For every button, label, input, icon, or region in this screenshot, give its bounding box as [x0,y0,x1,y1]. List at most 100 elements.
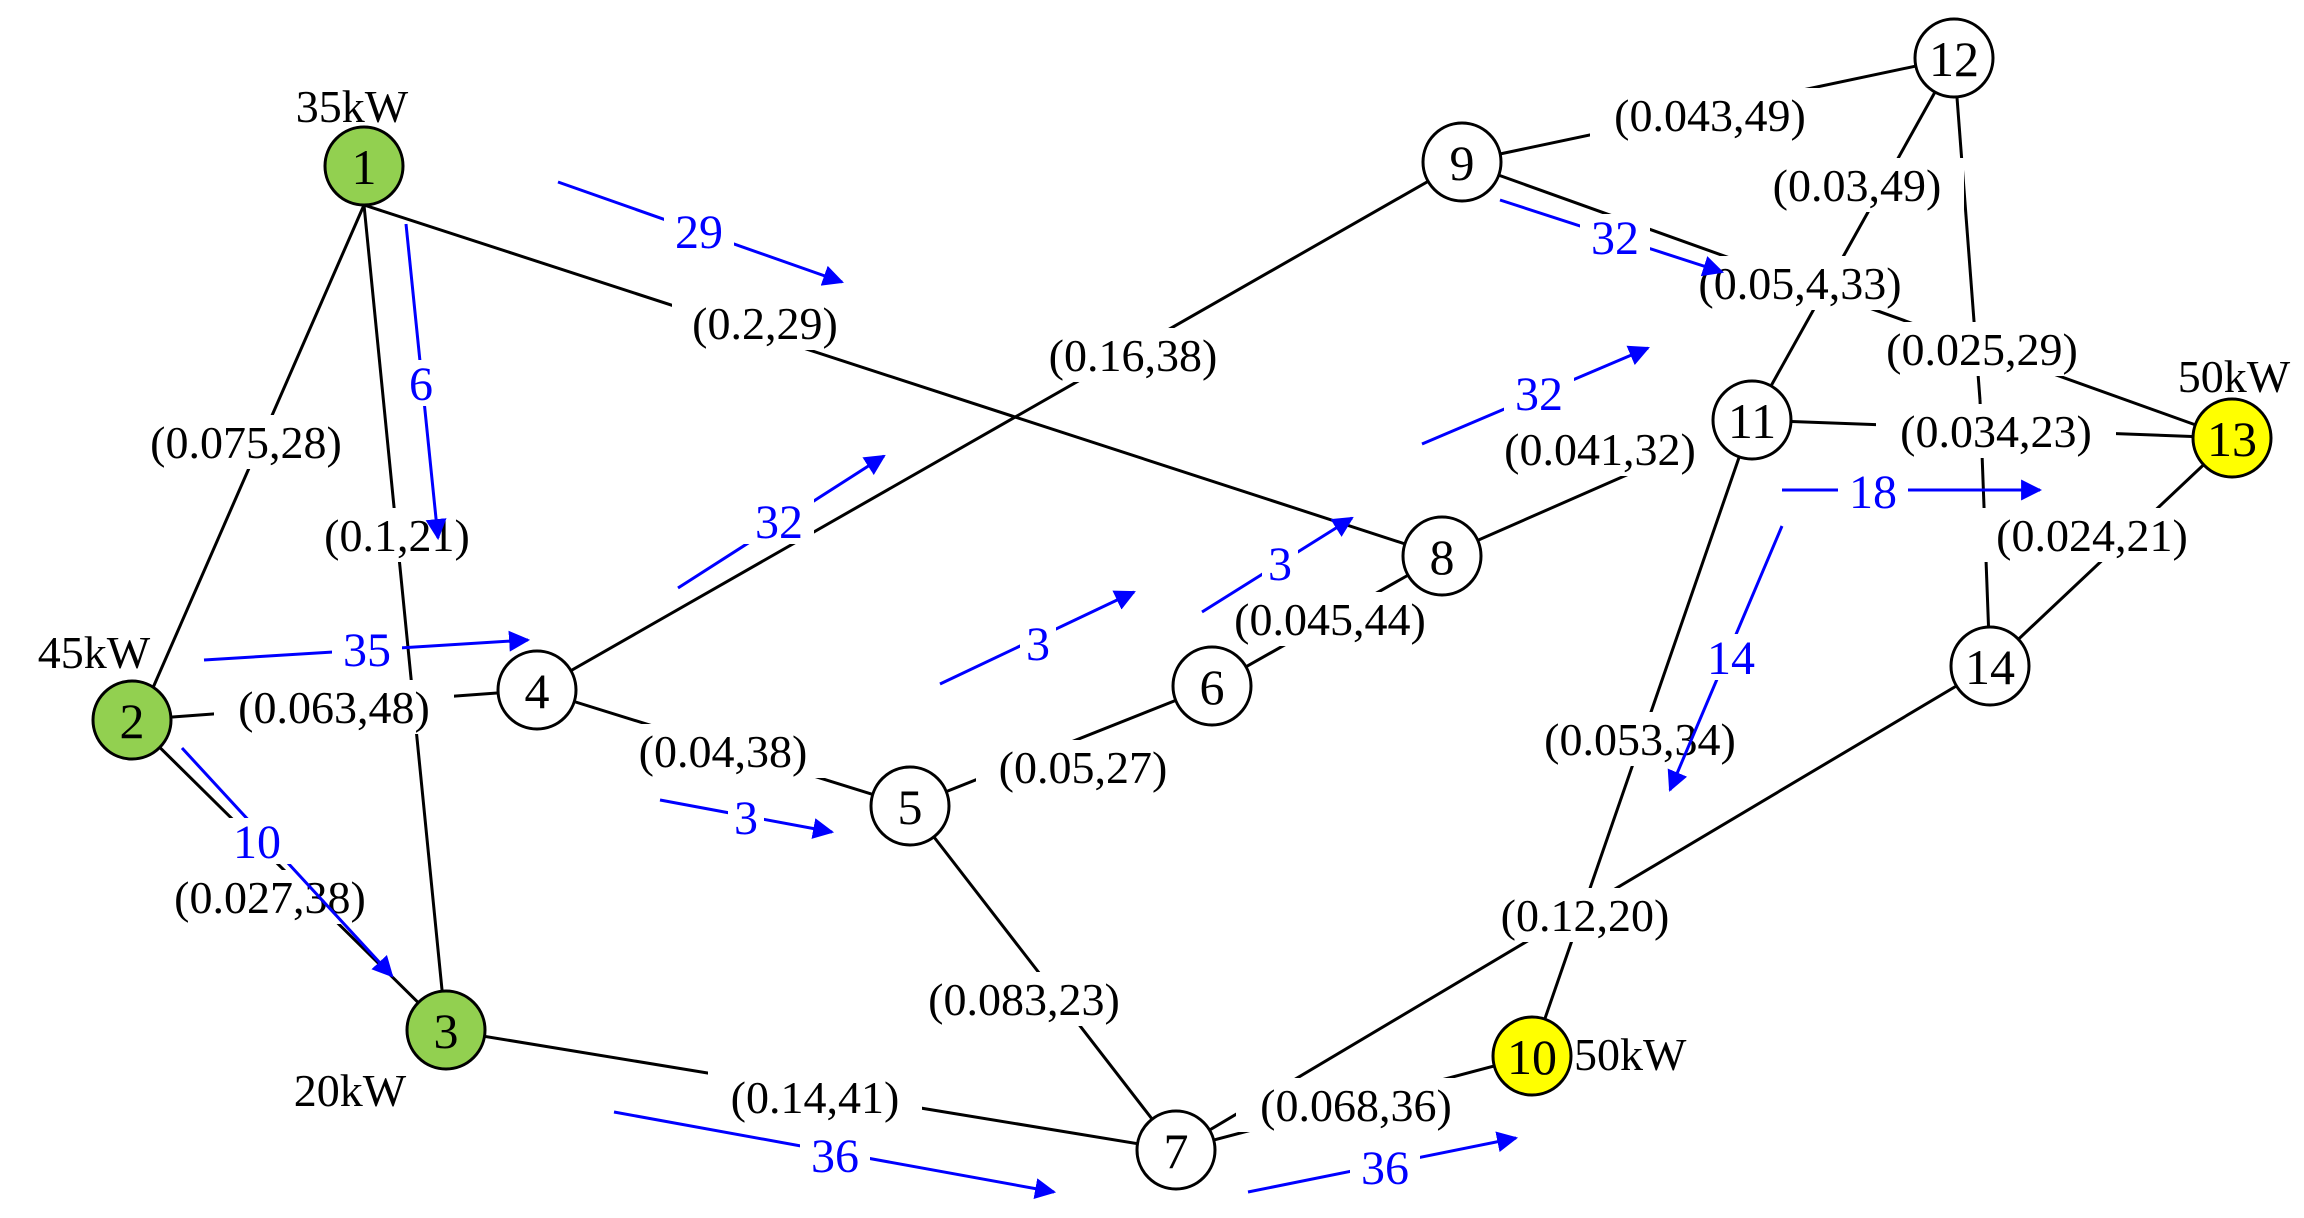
flow-4-5: 3 [659,792,835,845]
svg-text:18: 18 [1849,466,1897,519]
svg-text:3: 3 [434,1003,459,1059]
svg-text:(0.075,28): (0.075,28) [150,417,342,468]
svg-text:14: 14 [1707,632,1755,685]
power-label-node-13: 50kW [2178,351,2291,402]
edge-label-5-7: (0.083,23) [904,972,1144,1026]
node-5: 5 [869,765,951,847]
edge-label-5-6: (0.05,27) [976,740,1190,794]
power-label-node-2: 45kW [38,627,151,678]
svg-text:(0.12,20): (0.12,20) [1501,890,1670,941]
svg-text:6: 6 [409,358,433,411]
edge-1-8 [363,203,1443,558]
svg-text:(0.05,4,33): (0.05,4,33) [1698,258,1901,309]
node-9: 9 [1421,121,1503,203]
flow-11-10: 14 [1667,525,1784,792]
svg-text:(0.04,38): (0.04,38) [639,726,808,777]
svg-text:29: 29 [675,206,723,259]
edges-layer [130,56,2234,1152]
edge-label-11-13: (0.034,23) [1876,404,2116,458]
edge-label-8-11: (0.041,32) [1480,422,1720,476]
flow-6-8: 3 [1201,516,1354,614]
svg-text:4: 4 [525,663,550,719]
power-label-node-1: 35kW [296,81,409,132]
svg-text:(0.14,41): (0.14,41) [731,1072,900,1123]
svg-text:36: 36 [811,1130,859,1183]
svg-text:2: 2 [120,693,145,749]
flow-7-10: 36 [1247,1131,1519,1195]
svg-text:1: 1 [352,139,377,195]
flow-3-7: 36 [613,1110,1057,1199]
flow-8-11: 32 [1421,345,1650,446]
svg-text:(0.063,48): (0.063,48) [238,682,430,733]
flow-4-9: 32 [677,454,886,590]
svg-text:5: 5 [898,779,923,835]
svg-text:10: 10 [1507,1029,1557,1085]
node-10: 10 [1491,1015,1573,1097]
edge-1-3 [362,204,448,1031]
node-4: 4 [496,649,578,731]
svg-text:(0.041,32): (0.041,32) [1504,424,1696,475]
svg-text:6: 6 [1200,659,1225,715]
edge-label-3-7: (0.14,41) [708,1070,922,1124]
edge-label-4-5: (0.04,38) [616,724,830,778]
edge-label-11-12: (0.03,49) [1750,158,1964,212]
svg-text:(0.045,44): (0.045,44) [1234,594,1426,645]
edge-label-1-2: (0.075,28) [128,415,364,469]
svg-text:(0.083,23): (0.083,23) [928,974,1120,1025]
edge-label-9-13: (0.05,4,33) [1672,256,1928,310]
flow-2-4: 35 [203,624,531,677]
node-14: 14 [1949,625,2031,707]
edge-label-13-14: (0.024,21) [1972,508,2212,562]
node-1: 1 [323,125,405,207]
nodes-layer: 1 2 3 4 5 6 7 8 [91,17,2273,1191]
svg-text:(0.068,36): (0.068,36) [1260,1080,1452,1131]
flow-1-8: 29 [557,180,844,286]
flows-layer: 29 6 35 10 32 3 3 [180,180,2043,1199]
svg-text:7: 7 [1164,1123,1189,1179]
node-2: 2 [91,679,173,761]
edge-label-1-8: (0.2,29) [672,296,858,350]
power-labels-layer: 35kW 45kW 20kW 50kW 50kW [38,81,2291,1116]
svg-text:(0.03,49): (0.03,49) [1773,160,1942,211]
flow-1-3: 6 [404,223,447,541]
svg-text:(0.05,27): (0.05,27) [999,742,1168,793]
flow-9-13: 32 [1499,198,1724,277]
edge-label-7-10: (0.068,36) [1236,1078,1476,1132]
svg-text:9: 9 [1450,135,1475,191]
svg-text:8: 8 [1430,529,1455,585]
edge-11-12 [1750,57,1956,421]
node-11: 11 [1711,379,1793,461]
svg-text:(0.025,29): (0.025,29) [1886,324,2078,375]
edge-label-6-8: (0.045,44) [1210,592,1450,646]
node-12: 12 [1913,17,1995,99]
svg-text:(0.16,38): (0.16,38) [1049,330,1218,381]
edge-label-2-4: (0.063,48) [214,680,454,734]
node-7: 7 [1135,1109,1217,1191]
svg-text:11: 11 [1728,393,1776,449]
edge-label-1-3: (0.1,21) [304,508,490,562]
flow-5-6: 3 [939,590,1136,686]
edge-label-9-12: (0.043,49) [1590,88,1830,142]
power-label-node-10: 50kW [1574,1029,1687,1080]
svg-text:32: 32 [1515,368,1563,421]
svg-text:13: 13 [2207,411,2257,467]
node-13: 13 [2191,397,2273,479]
svg-text:(0.043,49): (0.043,49) [1614,90,1806,141]
svg-text:(0.2,29): (0.2,29) [692,298,838,349]
svg-text:(0.1,21): (0.1,21) [324,510,470,561]
node-6: 6 [1171,645,1253,727]
edge-label-2-3: (0.027,38) [150,870,390,924]
svg-text:(0.034,23): (0.034,23) [1900,406,2092,457]
svg-text:10: 10 [233,816,281,869]
svg-text:32: 32 [1591,212,1639,265]
flow-11-13: 18 [1782,466,2043,519]
edge-label-12-13: (0.025,29) [1862,322,2102,376]
power-label-node-3: 20kW [294,1065,407,1116]
svg-text:36: 36 [1361,1142,1409,1195]
svg-text:(0.024,21): (0.024,21) [1996,510,2188,561]
edge-label-7-14: (0.12,20) [1478,888,1692,942]
edge-label-11-10: (0.053,34) [1520,712,1760,766]
svg-text:3: 3 [734,792,758,845]
svg-text:3: 3 [1026,618,1050,671]
